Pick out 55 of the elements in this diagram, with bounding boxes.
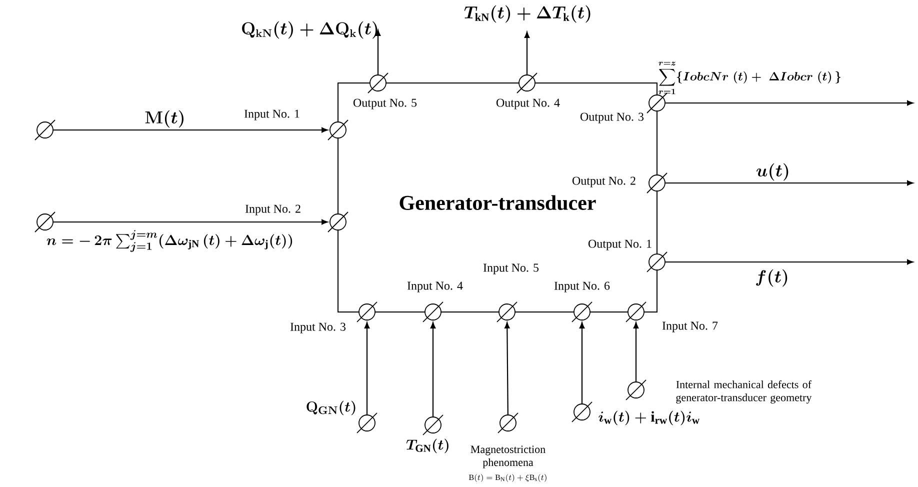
arrow [504, 322, 510, 415]
terminal-symbol [422, 414, 444, 436]
terminal-symbol [356, 412, 378, 434]
terminal-symbol [646, 252, 668, 272]
terminal-symbol [328, 120, 348, 140]
terminal-symbol [498, 412, 518, 434]
arrow [364, 322, 370, 415]
arrow [579, 322, 585, 404]
port-label: Output No. 3 [580, 112, 644, 124]
port-label: Output No. 2 [572, 176, 636, 188]
port-label: Input No. 5 [483, 264, 539, 274]
edge-label: $u(t)$ [756, 163, 788, 181]
arrow [665, 259, 914, 265]
port-label: Output No. 5 [354, 98, 417, 110]
arrow [633, 322, 639, 382]
terminal-symbol [516, 72, 538, 94]
port-label: Magnetostriction phenomena [470, 446, 546, 468]
terminal-symbol [328, 212, 348, 232]
terminal-symbol [572, 302, 592, 322]
port-label: Internal mechanical defects of generator-transducer geometry [676, 380, 812, 404]
port-label: Input No. 2 [245, 204, 300, 216]
port-label: Input No. 7 [662, 322, 718, 332]
edge-label: $\mathbf{M}(t)$ [145, 110, 184, 128]
terminal-symbol [368, 72, 388, 94]
terminal-symbol [646, 172, 668, 194]
arrow [665, 100, 914, 106]
formula-label: $T_{\mathrm{GN}}(t)$ [406, 438, 448, 454]
arrow [524, 32, 530, 75]
port-label: Input No. 3 [290, 322, 346, 334]
edge-label: $n=-\,2\pi\sum_{j=1}^{j=m}(\Delta\omega_{\mathrm{jN}}\,(t)+\Delta\omega_{\mathrm{j}}(t))$ [46, 230, 292, 252]
terminal-symbol [626, 380, 646, 400]
port-label: Output No. 4 [496, 98, 560, 110]
formula-label: $i_{\mathrm{w}}(t)+\mathrm{i}_{\mathrm{rw}}(t)i_{\mathrm{w}}$ [598, 410, 700, 426]
terminal-symbol [34, 120, 56, 140]
port-label: Input No. 4 [407, 282, 463, 292]
arrow [430, 322, 436, 417]
terminal-symbol [646, 92, 668, 114]
arrow [53, 127, 328, 133]
terminal-symbol [422, 302, 444, 322]
terminal-symbol [572, 402, 592, 422]
edge-label: $\mathbf{Q}_{\mathbf{kN}}(t)+\Delta\mathbf{Q}_{\mathbf{k}}(t)$ [242, 21, 378, 39]
formula-label: $\mathbf{Q}_{\mathbf{GN}}(t)$ [306, 400, 356, 416]
terminal-symbol [356, 302, 378, 322]
port-label: Output No. 1 [588, 240, 652, 250]
port-label: Input No. 1 [244, 110, 300, 120]
terminal-symbol [496, 302, 518, 322]
edge-label: $T_{\mathrm{kN}}(t)+\Delta T_{\mathrm{k}}(t)$ [464, 5, 590, 23]
arrow [375, 30, 381, 75]
port-label: Input No. 6 [554, 282, 610, 292]
edge-label: $\sum_{r=1}^{r=z}\{IobcNr\;(t)+\;\Delta Iobcr\;(t)\,\}$ [658, 62, 841, 94]
formula-label: $\mathrm{B}(t)=\mathrm{B}_{\mathrm{N}}(t)+\xi\mathrm{B}_{\mathrm{s}}(t)$ [469, 474, 546, 482]
edge-label: $f(t)$ [756, 269, 788, 287]
arrow [665, 180, 914, 186]
arrow [53, 219, 328, 225]
terminal-symbol [626, 302, 646, 322]
